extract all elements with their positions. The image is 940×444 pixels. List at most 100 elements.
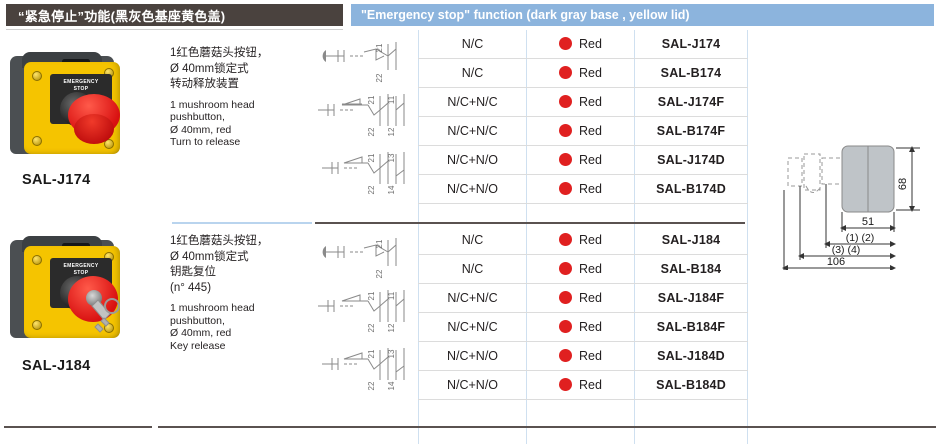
cell-color-label: Red: [579, 37, 602, 51]
terminal-21: 21: [367, 349, 376, 358]
key-icon: [24, 246, 120, 338]
color-dot-red-icon: [559, 262, 572, 275]
dim-width-lid: 51: [862, 216, 874, 228]
cell-color: Red: [527, 255, 635, 284]
table-row-empty: [419, 400, 748, 444]
mushroom-button-skirt-0: [74, 114, 114, 144]
cell-color: Red: [527, 342, 635, 371]
color-dot-red-icon: [559, 349, 572, 362]
cell-color-label: Red: [579, 233, 602, 247]
cell-contact: N/C: [419, 226, 527, 255]
cell-empty: [527, 400, 635, 444]
product-description-cn-1: 1红色蘑菇头按钮， Ø 40mm锁定式 钥匙复位 (n° 445): [170, 234, 310, 296]
header-chinese-title: “紧急停止”功能(黑灰色基座黄色盖): [6, 6, 225, 25]
contact-diagrams-0: 21 22 21 22 11 12: [318, 36, 410, 204]
terminal-21: 21: [375, 43, 384, 52]
cell-reference: SAL-B184F: [635, 313, 748, 342]
cell-color: Red: [527, 30, 635, 59]
cell-reference: SAL-J184D: [635, 342, 748, 371]
footer-rule-left: [4, 426, 152, 428]
enclosure-lid-1: EMERGENCY STOP: [24, 246, 120, 338]
dim-height: 68: [897, 178, 909, 190]
terminal-22: 22: [367, 185, 376, 194]
color-dot-red-icon: [559, 37, 572, 50]
table-row[interactable]: N/C+N/C Red SAL-B174F: [419, 117, 748, 146]
product-label-1: SAL-J184: [22, 358, 91, 374]
terminal-12: 12: [387, 323, 396, 332]
cell-reference: SAL-B184D: [635, 371, 748, 400]
table-row[interactable]: N/C Red SAL-B174: [419, 59, 748, 88]
screw-icon: [32, 71, 42, 81]
contact-diagram-nc-single-0: 21 22: [318, 36, 410, 88]
block-separator-blue: [172, 222, 312, 224]
table-row[interactable]: N/C+N/O Red SAL-B184D: [419, 371, 748, 400]
table-row[interactable]: N/C+N/O Red SAL-J174D: [419, 146, 748, 175]
contact-diagram-svg: 21 22: [318, 232, 410, 284]
terminal-21: 21: [367, 95, 376, 104]
terminal-14: 14: [387, 381, 396, 390]
cell-color: Red: [527, 117, 635, 146]
table-row[interactable]: N/C+N/C Red SAL-B184F: [419, 313, 748, 342]
table-row[interactable]: N/C Red SAL-B184: [419, 255, 748, 284]
cell-reference: SAL-J174: [635, 30, 748, 59]
color-dot-red-icon: [559, 153, 572, 166]
cell-contact: N/C: [419, 255, 527, 284]
emergency-stop-text-0: EMERGENCY STOP: [56, 79, 106, 92]
cell-contact: N/C+N/O: [419, 146, 527, 175]
cell-reference: SAL-J184: [635, 226, 748, 255]
cell-contact: N/C+N/C: [419, 88, 527, 117]
header-english-title-band: "Emergency stop" function (dark gray bas…: [351, 4, 934, 26]
terminal-22: 22: [367, 323, 376, 332]
terminal-21: 21: [375, 239, 384, 248]
cell-contact: N/C+N/C: [419, 117, 527, 146]
cell-color: Red: [527, 284, 635, 313]
cell-color-label: Red: [579, 378, 602, 392]
contact-diagram-nc-single-1: 21 22: [318, 232, 410, 284]
terminal-21: 21: [367, 153, 376, 162]
contact-diagram-nc-no-1: 21 22 13 14: [318, 342, 410, 400]
contact-diagram-nc-nc-1: 21 22 11 12: [318, 284, 410, 342]
cell-reference: SAL-J174D: [635, 146, 748, 175]
terminal-13: 13: [387, 349, 396, 358]
terminal-22: 22: [367, 127, 376, 136]
cell-color-label: Red: [579, 66, 602, 80]
cell-color-label: Red: [579, 153, 602, 167]
dim-mark-1-2: (1) (2): [846, 232, 875, 244]
terminal-12: 12: [387, 127, 396, 136]
cell-color: Red: [527, 146, 635, 175]
product-label-0: SAL-J174: [22, 172, 91, 188]
table-row[interactable]: N/C Red SAL-J184: [419, 226, 748, 255]
table-row[interactable]: N/C+N/O Red SAL-J184D: [419, 342, 748, 371]
contact-diagram-svg: 21 22 13 14: [318, 342, 410, 400]
color-dot-red-icon: [559, 233, 572, 246]
enclosure-drawing-1: EMERGENCY STOP: [8, 232, 128, 350]
contact-diagram-nc-no-0: 21 22 13 14: [318, 146, 410, 204]
screw-icon: [32, 136, 42, 146]
contact-diagrams-1: 21 22 21 22 11 12: [318, 232, 410, 400]
product-photo-0: EMERGENCY STOP: [8, 48, 158, 166]
color-dot-red-icon: [559, 124, 572, 137]
table-row[interactable]: N/C Red SAL-J174: [419, 30, 748, 59]
color-dot-red-icon: [559, 291, 572, 304]
product-description-1: 1红色蘑菇头按钮， Ø 40mm锁定式 钥匙复位 (n° 445) 1 mush…: [170, 234, 310, 352]
cell-reference: SAL-B184: [635, 255, 748, 284]
cell-contact: N/C: [419, 59, 527, 88]
cell-contact: N/C+N/O: [419, 371, 527, 400]
color-dot-red-icon: [559, 378, 572, 391]
cell-reference: SAL-B174D: [635, 175, 748, 204]
block-separator-dark: [315, 222, 745, 224]
product-description-en-1: 1 mushroom head pushbutton, Ø 40mm, red …: [170, 302, 310, 352]
terminal-22: 22: [375, 269, 384, 278]
product-description-cn-0: 1红色蘑菇头按钮， Ø 40mm锁定式 转动释放装置: [170, 46, 310, 93]
cell-contact: N/C: [419, 30, 527, 59]
terminal-11: 11: [387, 95, 396, 104]
cell-color-label: Red: [579, 124, 602, 138]
spec-table-0: N/C Red SAL-J174 N/C Red SAL-B174 N/C+N/…: [418, 30, 748, 232]
product-description-en-0: 1 mushroom head pushbutton, Ø 40mm, red …: [170, 99, 310, 149]
enclosure-drawing-0: EMERGENCY STOP: [8, 48, 128, 166]
cell-contact: N/C+N/O: [419, 342, 527, 371]
table-row[interactable]: N/C+N/C Red SAL-J174F: [419, 88, 748, 117]
table-row[interactable]: N/C+N/O Red SAL-B174D: [419, 175, 748, 204]
table-row[interactable]: N/C+N/C Red SAL-J184F: [419, 284, 748, 313]
cell-color: Red: [527, 371, 635, 400]
